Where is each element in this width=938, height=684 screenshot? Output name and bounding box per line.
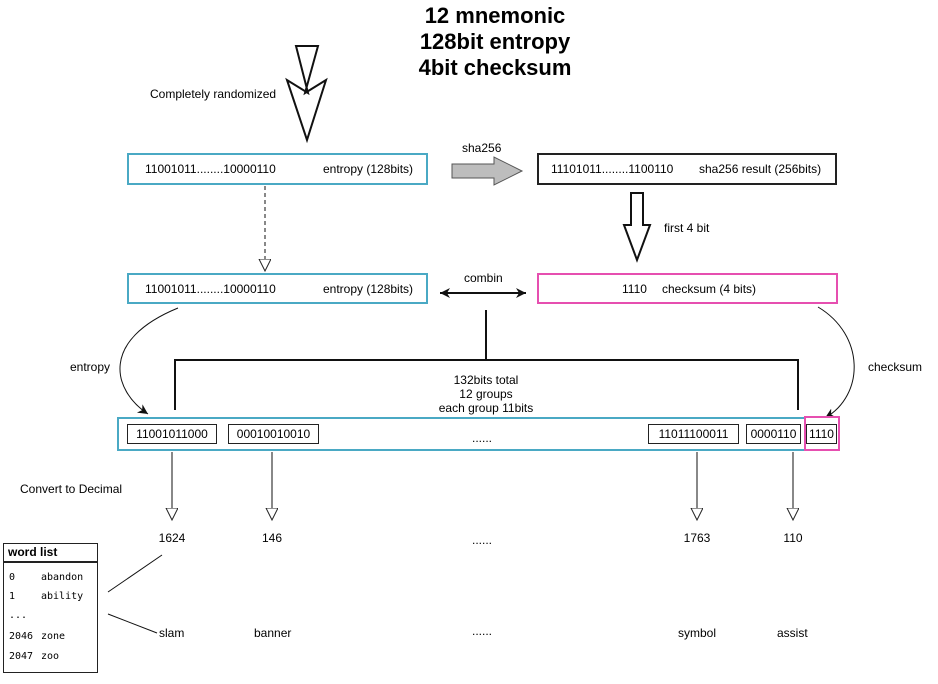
word-list-row: 2047 zoo bbox=[9, 651, 59, 662]
entropy-bits-copy: 11001011........10000110 bbox=[145, 281, 276, 296]
checksum-box: 1110 checksum (4 bits) bbox=[537, 273, 838, 304]
total-caption: 132bits total 12 groups each group 11bit… bbox=[439, 373, 534, 415]
word-value: ability bbox=[41, 591, 84, 602]
decimal-12: 110 bbox=[783, 531, 803, 545]
sha256-arrow-icon bbox=[451, 156, 524, 186]
convert-label: Convert to Decimal bbox=[20, 482, 123, 496]
title-line-2: 128bit entropy bbox=[419, 29, 571, 54]
bracket-frame bbox=[174, 359, 799, 410]
word-value: abandon bbox=[41, 572, 84, 583]
first-bits-label: first 4 bit bbox=[664, 221, 710, 235]
decimal-11: 1763 bbox=[683, 531, 711, 545]
word-list-panel: word list 0 abandon 1 ability ... 2046 z… bbox=[3, 543, 98, 673]
group-ellipsis: ...... bbox=[471, 431, 493, 445]
entropy-bits: 11001011........10000110 bbox=[145, 162, 276, 176]
randomized-arrow-icon bbox=[285, 45, 328, 144]
diagram-title: 12 mnemonic 128bit entropy 4bit checksum bbox=[0, 3, 938, 81]
word-1: slam bbox=[159, 626, 185, 640]
entropy-side-label: entropy bbox=[70, 360, 111, 374]
group-cell-1: 11001011000 bbox=[127, 424, 217, 444]
total-line-2: 12 groups bbox=[459, 387, 513, 401]
randomized-label: Completely randomized bbox=[150, 87, 277, 101]
decimal-ellipsis: ...... bbox=[471, 533, 493, 547]
word-list-row: 1 ability bbox=[9, 591, 83, 602]
checksum-cell: 1110 bbox=[806, 424, 837, 444]
checksum-curve-arrow bbox=[817, 306, 855, 419]
entropy-label: entropy (128bits) bbox=[323, 162, 414, 176]
lookup-line-upper bbox=[107, 554, 163, 593]
word-12: assist bbox=[777, 626, 808, 640]
word-index: 0 bbox=[9, 572, 16, 583]
word-value: zone bbox=[41, 631, 66, 642]
total-line-3: each group 11bits bbox=[438, 401, 534, 415]
group-cell-2: 00010010010 bbox=[228, 424, 319, 444]
entropy-box: 11001011........10000110 entropy (128bit… bbox=[127, 153, 428, 185]
word-list-row: 2046 zone bbox=[9, 631, 65, 642]
decimal-2: 146 bbox=[261, 531, 283, 545]
word-list-row: ... bbox=[9, 610, 27, 621]
word-value: zoo bbox=[41, 651, 60, 662]
sha256-label-text: sha256 result (256bits) bbox=[699, 162, 822, 176]
first-bits-arrow-icon bbox=[622, 192, 652, 263]
word-11: symbol bbox=[678, 626, 717, 640]
title-line-1: 12 mnemonic bbox=[424, 3, 566, 28]
entropy-label-copy: entropy (128bits) bbox=[323, 281, 414, 296]
combin-label: combin bbox=[464, 271, 503, 285]
sha256-label: sha256 bbox=[462, 141, 502, 155]
word-ellipsis: ...... bbox=[471, 624, 493, 638]
entropy-box-copy: 11001011........10000110 entropy (128bit… bbox=[127, 273, 428, 304]
decimal-1: 1624 bbox=[158, 531, 186, 545]
title-line-3: 4bit checksum bbox=[418, 55, 572, 80]
total-line-1: 132bits total bbox=[453, 373, 519, 387]
word-index: 1 bbox=[9, 591, 16, 602]
word-2: banner bbox=[254, 626, 292, 640]
lookup-line-lower bbox=[107, 613, 158, 634]
sha256-bits: 11101011........1100110 bbox=[551, 162, 674, 176]
word-index: ... bbox=[9, 610, 28, 621]
checksum-side-label: checksum bbox=[868, 360, 923, 374]
sha256-result-box: 11101011........1100110 sha256 result (2… bbox=[537, 153, 837, 185]
word-list-title: word list bbox=[4, 544, 97, 563]
group-cell-12: 0000110 bbox=[746, 424, 801, 444]
word-list-row: 0 abandon bbox=[9, 572, 83, 583]
checksum-bits: 1110 bbox=[622, 281, 647, 296]
checksum-label: checksum (4 bits) bbox=[662, 281, 757, 296]
entropy-curve-arrow bbox=[119, 307, 179, 415]
group-cell-11: 11011100011 bbox=[648, 424, 739, 444]
word-index: 2047 bbox=[9, 651, 34, 662]
word-index: 2046 bbox=[9, 631, 34, 642]
